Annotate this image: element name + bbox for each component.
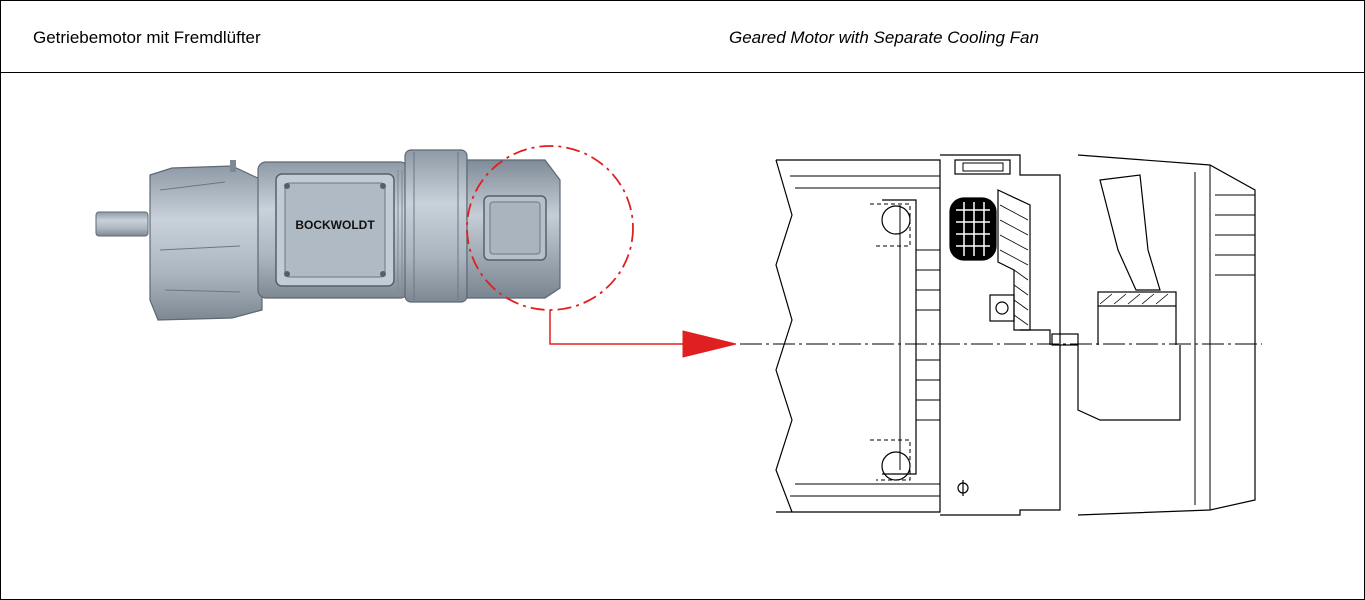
screw-icon bbox=[380, 271, 386, 277]
shaft-key bbox=[1051, 333, 1079, 346]
fan-terminal-box-section bbox=[954, 159, 1011, 175]
screw-icon bbox=[380, 183, 386, 189]
fan-hood-grille bbox=[1194, 165, 1255, 510]
housing-fins bbox=[790, 175, 940, 497]
cooling-fins bbox=[397, 170, 403, 292]
rotor-steps bbox=[916, 249, 940, 421]
title-english: Geared Motor with Separate Cooling Fan bbox=[729, 28, 1039, 47]
geared-motor-illustration: BOCKWOLDT bbox=[95, 145, 737, 358]
bearing-ball-icon bbox=[995, 301, 1009, 315]
screw-icon bbox=[284, 183, 290, 189]
screw-icon bbox=[284, 271, 290, 277]
title-german: Getriebemotor mit Fremdlüfter bbox=[33, 28, 261, 47]
header-row: Getriebemotor mit Fremdlüfter Geared Mot… bbox=[1, 1, 1364, 73]
fan-hub-hatched bbox=[1097, 291, 1177, 307]
hatched-housing bbox=[997, 189, 1031, 331]
gearbox-plug bbox=[230, 160, 236, 172]
lower-hood-step bbox=[1077, 345, 1181, 421]
cooling-fan-cross-section bbox=[740, 154, 1262, 516]
winding-block bbox=[949, 197, 997, 261]
end-shield bbox=[940, 154, 1061, 516]
bolt-hole-top bbox=[881, 205, 911, 235]
output-shaft bbox=[95, 211, 149, 237]
shaft-step bbox=[1020, 329, 1051, 345]
terminal-box-lid bbox=[284, 182, 386, 278]
gearbox-housing bbox=[149, 165, 263, 321]
fan-hood bbox=[1077, 154, 1256, 516]
stator-frame bbox=[882, 199, 917, 475]
callout-arrow-icon bbox=[682, 330, 737, 358]
bolt-hole-bottom bbox=[881, 451, 911, 481]
fan-blade bbox=[1099, 174, 1161, 291]
motor-housing-outline bbox=[776, 159, 941, 513]
bearing bbox=[989, 294, 1015, 322]
callout-line bbox=[549, 310, 690, 345]
break-line bbox=[775, 159, 793, 513]
brand-label: BOCKWOLDT bbox=[295, 218, 375, 232]
